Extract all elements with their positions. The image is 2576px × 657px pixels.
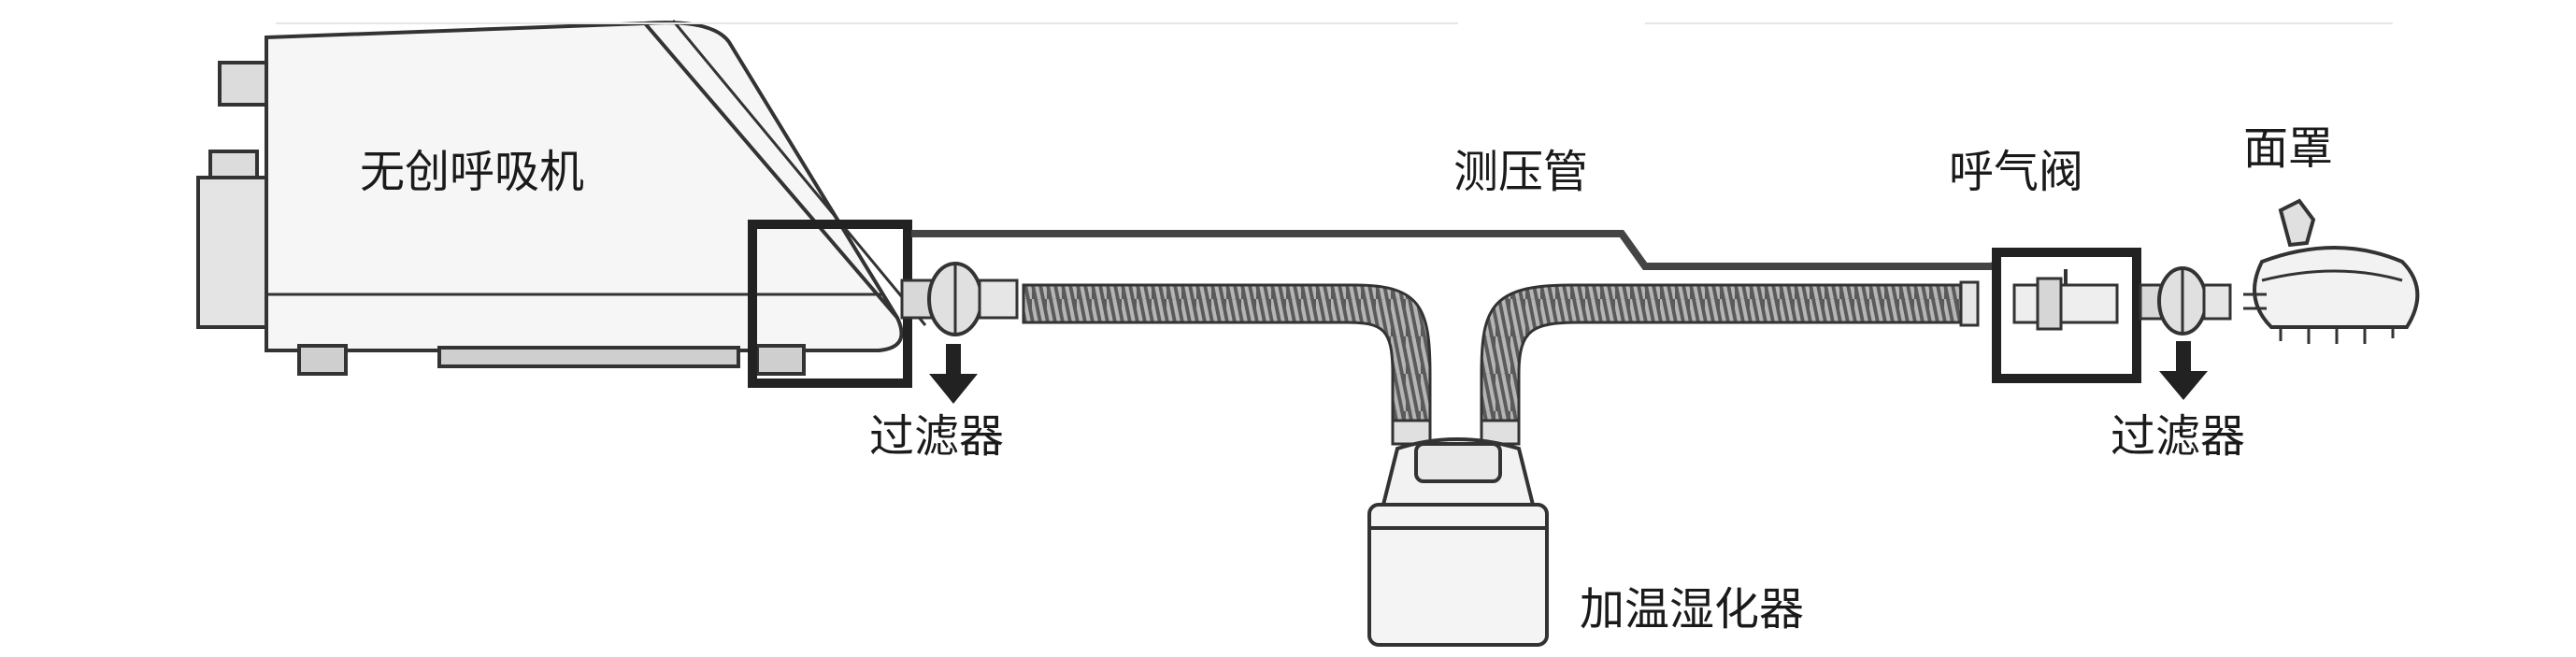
right-filter bbox=[2139, 266, 2232, 336]
right-filter-arrow bbox=[2159, 341, 2208, 400]
left-filter-arrow bbox=[929, 344, 978, 404]
label-filter-right: 过滤器 bbox=[2111, 410, 2246, 463]
face-mask bbox=[2243, 198, 2420, 344]
label-exhalation-valve: 呼气阀 bbox=[1949, 146, 2084, 198]
label-ventilator: 无创呼吸机 bbox=[360, 146, 585, 198]
corrugated-tube-right bbox=[1480, 283, 1965, 422]
label-filter-left: 过滤器 bbox=[869, 410, 1005, 463]
heated-humidifier bbox=[1367, 437, 1549, 647]
label-mask: 面罩 bbox=[2243, 122, 2334, 175]
pressure-tube-line bbox=[911, 230, 2002, 270]
ventilator-device bbox=[196, 20, 2393, 376]
left-filter bbox=[900, 262, 1019, 336]
corrugated-tube-left bbox=[1022, 283, 1432, 422]
label-pressure-tube: 测压管 bbox=[1453, 146, 1589, 198]
exhalation-valve bbox=[1992, 248, 2141, 383]
label-humidifier: 加温湿化器 bbox=[1580, 583, 1805, 636]
